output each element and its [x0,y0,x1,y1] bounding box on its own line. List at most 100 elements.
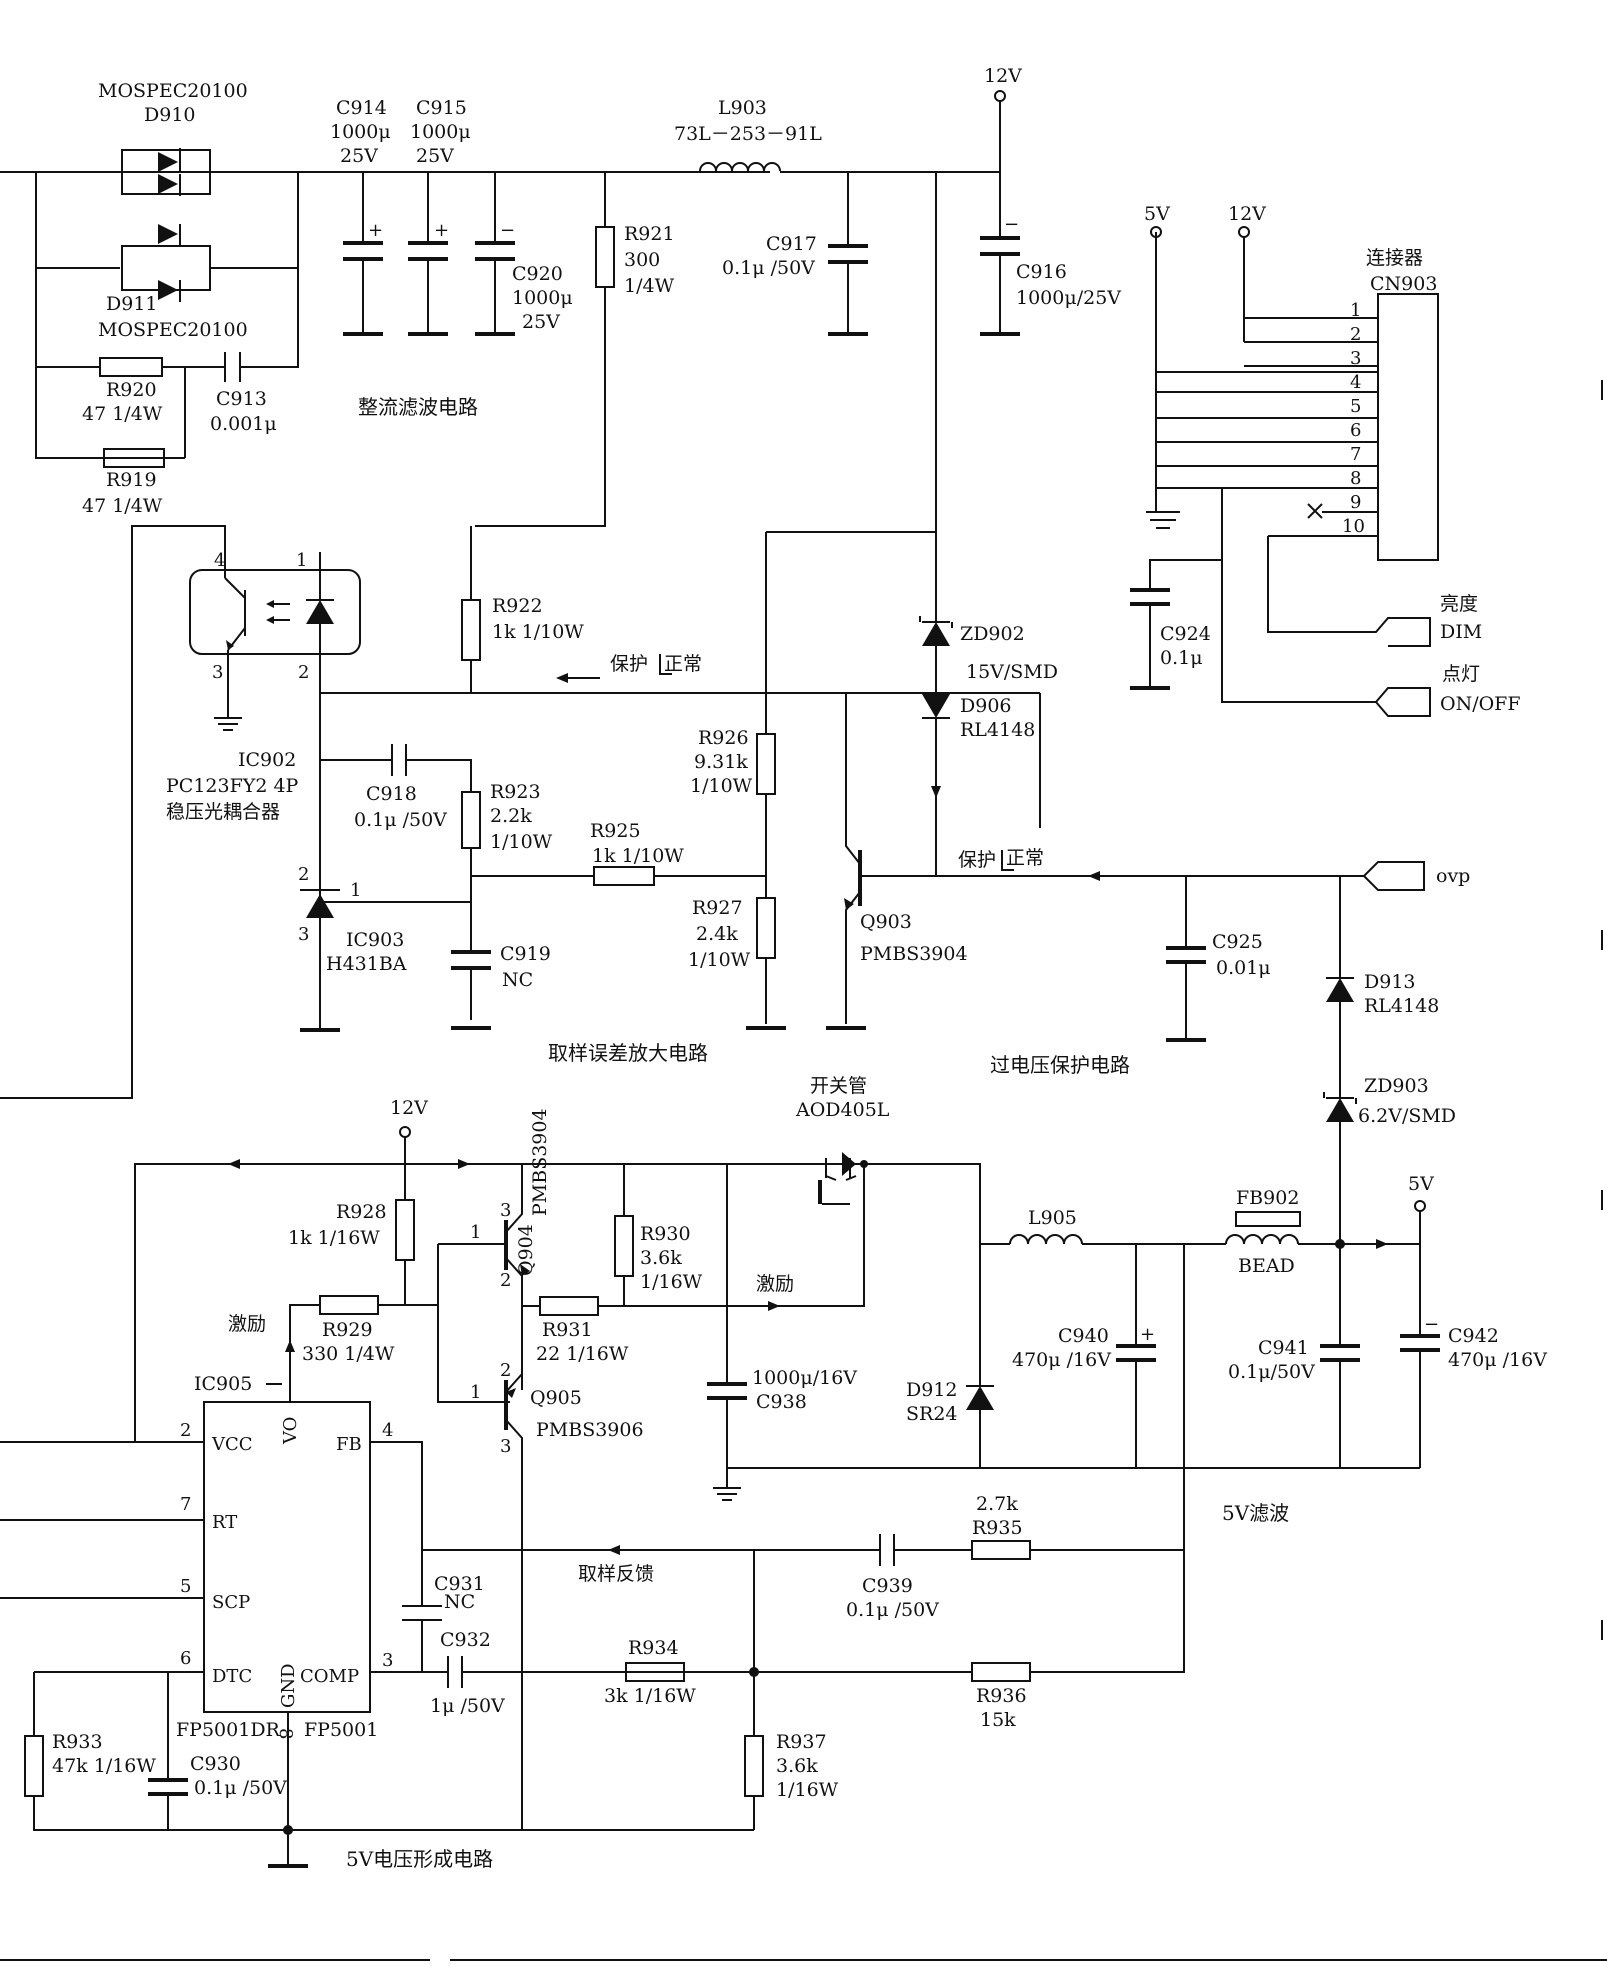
switch-part: AOD405L [795,1099,890,1121]
dim-label: 亮度 [1440,593,1478,615]
c939-value: 0.1μ /50V [846,1599,939,1621]
r921-ref: R921 [624,223,675,245]
c915-value1: 1000μ [410,121,471,143]
r923-value1: 2.2k [490,805,532,827]
r926-value1: 9.31k [694,751,748,773]
r931-ref: R931 [542,1319,593,1341]
c917-ref: C917 [766,233,817,255]
c913-value: 0.001μ [210,413,277,435]
r919-value: 47 1/4W [82,495,163,517]
r936-value: 15k [980,1709,1016,1731]
svg-text:2: 2 [500,1360,511,1381]
c915-ref: C915 [416,97,467,119]
svg-text:+: + [368,220,383,241]
r921-value2: 1/4W [624,275,675,297]
r927-ref: R927 [692,897,743,919]
svg-text:5: 5 [1350,396,1361,417]
c914-value1: 1000μ [330,121,391,143]
l903-value: 73L－253－91L [674,123,822,145]
svg-text:7: 7 [1350,444,1361,465]
drive-label-1: 激励 [228,1313,266,1335]
r936-resistor [971,1662,1031,1682]
d913-ref: D913 [1364,971,1416,993]
c925-ref: C925 [1212,931,1263,953]
r931-value: 22 1/16W [536,1343,629,1365]
c939-ref: C939 [862,1575,913,1597]
r934-value: 3k 1/16W [604,1685,696,1707]
ic905-pin-vcc: VCC [211,1434,253,1455]
svg-text:1: 1 [470,1382,481,1403]
svg-text:3: 3 [500,1436,511,1457]
five-v-generation-section: 12V R928 1k 1/16W 激励 R929 330 1/4W 1 3 2… [0,1075,1547,1871]
c920-ref: C920 [512,263,563,285]
r923-ref: R923 [490,781,541,803]
c920-value1: 1000μ [512,287,573,309]
c914-value2: 25V [340,145,378,167]
svg-text:8: 8 [1350,468,1361,489]
r927-resistor [756,897,776,959]
c931-ref: C931 [434,1573,485,1595]
section-5v-gen: 5V电压形成电路 [346,1847,493,1871]
ic903-ref: IC903 [346,929,404,951]
q904-ref: Q904 [515,1224,537,1276]
fb902-bead [1235,1211,1301,1227]
svg-text:9: 9 [1350,492,1361,513]
q904-part: PMBS3904 [529,1108,551,1216]
svg-text:1: 1 [350,880,361,901]
c913-ref: C913 [216,388,267,410]
c919-ref: C919 [500,943,551,965]
r933-resistor [24,1735,44,1797]
r922-value: 1k 1/10W [492,621,584,643]
cn903-12v: 12V [1228,203,1266,225]
svg-text:3: 3 [500,1200,511,1221]
c938-value: 1000μ/16V [752,1367,857,1389]
section-sampling: 取样误差放大电路 [548,1041,708,1065]
feedback-label: 取样反馈 [578,1563,654,1585]
r919-ref: R919 [106,469,157,491]
c931-value: NC [444,1591,475,1613]
onoff-signal: ON/OFF [1440,693,1521,715]
d913-part: RL4148 [1364,995,1439,1017]
ic905-pin-n-fb: 4 [382,1420,393,1441]
r935-ref: R935 [972,1517,1023,1539]
ic905-ref: IC905 [194,1373,252,1395]
c940-value: 470μ /16V [1012,1349,1111,1371]
c918-ref: C918 [366,783,417,805]
r929-value: 330 1/4W [302,1343,395,1365]
d911-ref: D911 [106,293,158,315]
svg-text:3: 3 [212,662,223,683]
svg-text:2: 2 [500,1270,511,1291]
ic902-part: PC123FY2 4P [166,775,299,797]
r922-resistor [461,599,481,661]
zd903-ref: ZD903 [1364,1075,1429,1097]
r933-value: 47k 1/16W [52,1755,156,1777]
d912-ref: D912 [906,1379,958,1401]
c919-value: NC [502,969,533,991]
c938-ref: C938 [756,1391,807,1413]
svg-text:3: 3 [1350,348,1361,369]
r923-value2: 1/10W [490,831,553,853]
r935-value: 2.7k [976,1493,1018,1515]
r927-value1: 2.4k [696,923,738,945]
svg-text:2: 2 [298,662,309,683]
c942-value: 470μ /16V [1448,1349,1547,1371]
c916-value: 1000μ/25V [1016,287,1121,309]
protect-label-2: 保护 [958,849,996,871]
ic902-desc: 稳压光耦合器 [166,801,280,823]
fb902-value: BEAD [1238,1255,1295,1277]
zd902-ref: ZD902 [960,623,1025,645]
rectifier-section: MOSPEC20100 D910 D911 MOSPEC20100 R920 4… [0,65,1121,527]
ic905-pin-fb: FB [336,1434,362,1455]
r925-value: 1k 1/10W [592,845,684,867]
r921-value1: 300 [624,249,660,271]
d906-ref: D906 [960,695,1012,717]
r937-value2: 1/16W [776,1779,839,1801]
zd902-value: 15V/SMD [966,661,1058,683]
ic905-pin-n-vcc: 2 [180,1420,191,1441]
r926-value2: 1/10W [690,775,753,797]
ic905-pin-n-dtc: 6 [180,1648,191,1669]
supply-12v-bottom: 12V [390,1097,428,1119]
ic905-part1: FP5001DR [176,1719,281,1741]
r936-ref: R936 [976,1685,1027,1707]
cn903-5v: 5V [1144,203,1170,225]
